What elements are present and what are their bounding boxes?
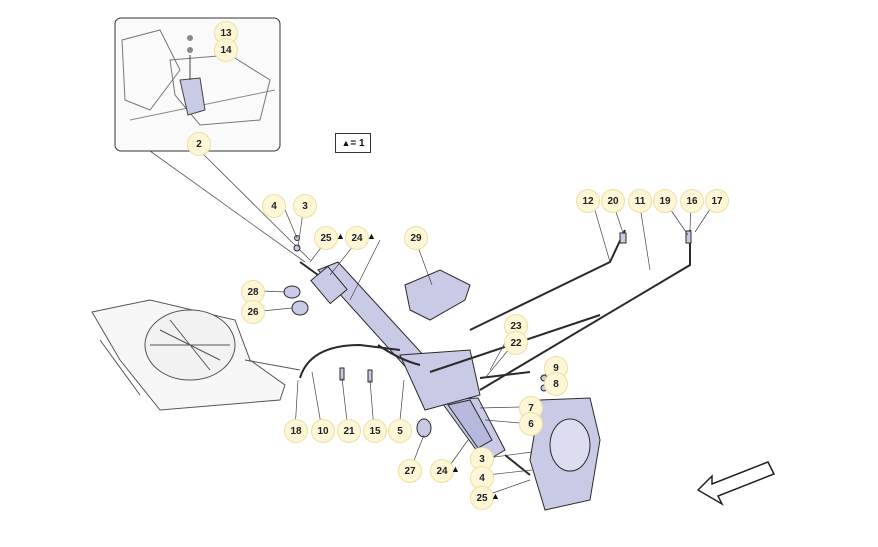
legend-text: = 1 — [350, 137, 365, 149]
callout-21: 21 — [337, 419, 361, 443]
callout-24b: 24 — [430, 459, 454, 483]
callout-24b-mark: ▲ — [451, 464, 460, 474]
callout-17: 17 — [705, 189, 729, 213]
inset-detail — [114, 17, 311, 263]
small-parts — [283, 230, 692, 438]
subframe — [91, 299, 301, 411]
callout-18: 18 — [284, 419, 308, 443]
callout-20: 20 — [601, 189, 625, 213]
direction-arrow-icon — [696, 461, 776, 506]
callout-25: 25 — [314, 226, 338, 250]
callout-24-mark: ▲ — [367, 231, 376, 241]
callout-15: 15 — [363, 419, 387, 443]
callout-19: 19 — [653, 189, 677, 213]
callout-2: 2 — [187, 132, 211, 156]
callout-27: 27 — [398, 459, 422, 483]
callout-10: 10 — [311, 419, 335, 443]
callout-25b: 25 — [470, 486, 494, 510]
bracket — [404, 269, 471, 321]
callout-4: 4 — [262, 194, 286, 218]
legend-symbol: ▲ — [341, 138, 351, 148]
callout-12: 12 — [576, 189, 600, 213]
callout-22: 22 — [504, 331, 528, 355]
callout-29: 29 — [404, 226, 428, 250]
callout-16: 16 — [680, 189, 704, 213]
callout-6: 6 — [519, 412, 543, 436]
callout-5: 5 — [388, 419, 412, 443]
callout-24: 24 — [345, 226, 369, 250]
callout-14: 14 — [214, 38, 238, 62]
callout-25-mark: ▲ — [336, 231, 345, 241]
callout-25b-mark: ▲ — [491, 491, 500, 501]
callout-3: 3 — [293, 194, 317, 218]
knuckle — [529, 397, 601, 511]
callout-11: 11 — [628, 189, 652, 213]
callout-26: 26 — [241, 300, 265, 324]
callout-8: 8 — [544, 372, 568, 396]
legend-box: ▲= 1 — [335, 133, 371, 153]
